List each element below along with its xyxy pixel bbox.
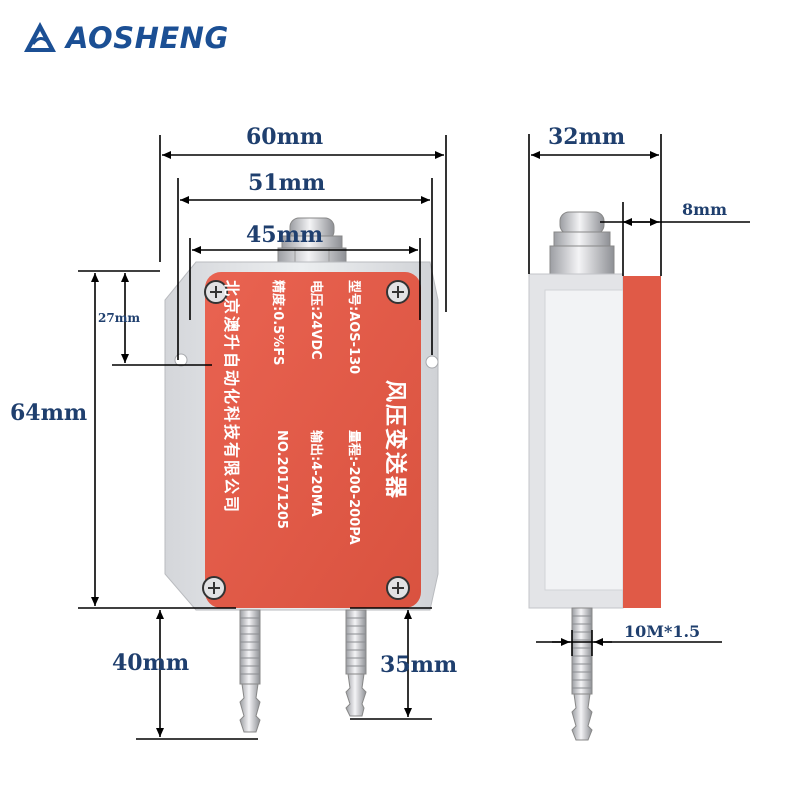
aosheng-logo-icon: [24, 22, 56, 52]
nameplate-title: 风压变送器: [382, 379, 407, 500]
nameplate-row-model: 型号:AOS-130 量程:-200-200PA: [346, 280, 365, 600]
nameplate-row-voltage: 电压:24VDC 输出:4-20MA: [308, 280, 327, 600]
pressure-nozzle-left: [239, 609, 261, 733]
side-view: [528, 211, 661, 741]
output-label: 输出:: [308, 430, 323, 462]
range-value: -200-200PA: [346, 461, 361, 545]
model-value: AOS-130: [346, 311, 361, 375]
dim-nozzle-left: 40mm: [112, 650, 190, 676]
dim-width-plate: 45mm: [246, 222, 324, 248]
dim-height-body: 64mm: [10, 400, 88, 426]
screw-icon: [204, 280, 228, 304]
dim-lid-depth: 8mm: [682, 200, 727, 219]
number-label: NO.: [274, 430, 289, 457]
screw-icon: [202, 576, 226, 600]
output-value: 4-20MA: [308, 461, 323, 517]
screw-icon: [386, 576, 410, 600]
accuracy-label: 精度:: [270, 280, 285, 312]
dim-width-total: 60mm: [246, 124, 324, 150]
nameplate-text: 风压变送器 型号:AOS-130 量程:-200-200PA 电压:24VDC …: [213, 280, 413, 600]
model-label: 型号:: [346, 280, 361, 312]
dim-thread: 10M*1.5: [624, 622, 701, 641]
nameplate-row-accuracy: 精度:0.5%FS NO.20171205: [270, 280, 289, 600]
dim-depth-total: 32mm: [548, 124, 626, 150]
dim-nozzle-right: 35mm: [380, 652, 458, 678]
dim-hole-offset: 27mm: [98, 311, 141, 325]
nameplate-text-area: 风压变送器 型号:AOS-130 量程:-200-200PA 电压:24VDC …: [205, 272, 421, 608]
dim-width-hole: 51mm: [248, 170, 326, 196]
voltage-label: 电压:: [308, 280, 323, 312]
range-label: 量程:: [346, 430, 361, 462]
brand-header: AOSHENG: [22, 18, 229, 58]
nameplate-company: 北京澳升自动化科技有限公司: [222, 280, 241, 515]
mounting-hole-right: [425, 355, 439, 369]
voltage-value: 24VDC: [308, 311, 323, 360]
dimension-lines: [78, 134, 750, 740]
pressure-nozzle-right: [345, 609, 367, 717]
red-nameplate: [205, 272, 421, 608]
brand-name: AOSHENG: [66, 21, 229, 55]
accuracy-value: 0.5%FS: [270, 311, 285, 366]
number-value: 20171205: [274, 456, 289, 529]
screw-icon: [386, 280, 410, 304]
